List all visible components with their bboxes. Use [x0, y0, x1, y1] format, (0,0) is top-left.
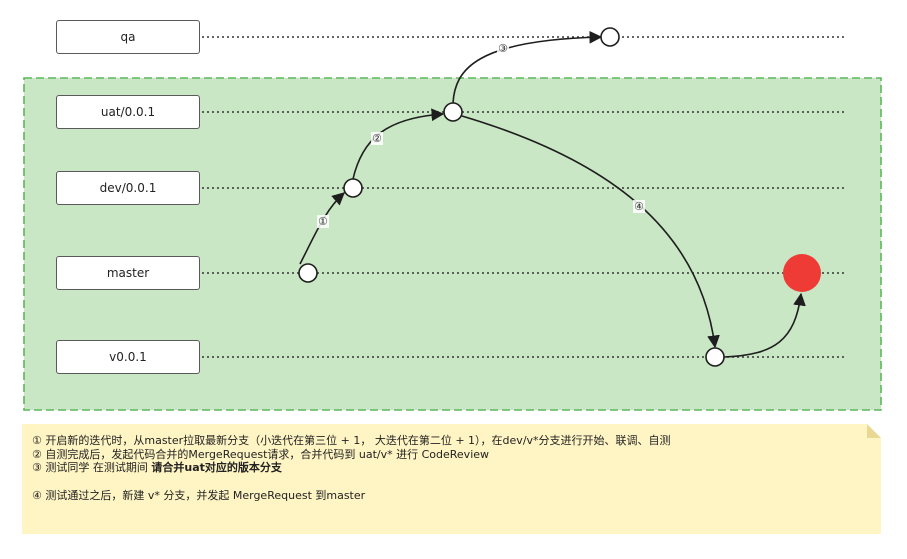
- note-line-3: ③ 测试同学 在测试期间 请合并uat对应的版本分支: [32, 461, 871, 475]
- step-label-3: ③: [497, 42, 509, 55]
- lane-label-qa: qa: [120, 30, 136, 44]
- notes-panel: ① 开启新的迭代时，从master拉取最新分支（小迭代在第三位 + 1， 大迭代…: [22, 424, 881, 534]
- commit-node-v001: [705, 347, 725, 367]
- lane-label-dev: dev/0.0.1: [99, 181, 157, 195]
- step-label-1: ①: [317, 215, 329, 228]
- connector-release-to-master: [723, 292, 806, 358]
- lane-label-v001: v0.0.1: [109, 350, 147, 364]
- lane-box-v001: v0.0.1: [56, 340, 200, 374]
- lane-box-qa: qa: [56, 20, 200, 54]
- lane-box-master: master: [56, 256, 200, 290]
- note-line-4: ④ 测试通过之后，新建 v* 分支，并发起 MergeRequest 到mast…: [32, 488, 366, 502]
- commit-node-uat: [443, 102, 463, 122]
- commit-node-qa: [600, 27, 620, 47]
- note-line-2: ② 自测完成后，发起代码合并的MergeRequest请求，合并代码到 uat/…: [32, 447, 490, 461]
- lane-label-uat: uat/0.0.1: [100, 105, 156, 119]
- lane-box-dev: dev/0.0.1: [56, 171, 200, 205]
- note-line-3-text: ③ 测试同学 在测试期间: [32, 461, 152, 474]
- commit-node-dev: [343, 178, 363, 198]
- step-label-4: ④: [633, 200, 645, 213]
- note-line-3-bold: 请合并uat对应的版本分支: [151, 461, 282, 474]
- note-spacer: [32, 475, 871, 489]
- note-fold-corner: [867, 424, 881, 438]
- note-line-1: ① 开启新的迭代时，从master拉取最新分支（小迭代在第三位 + 1， 大迭代…: [32, 434, 671, 447]
- commit-node-master: [298, 263, 318, 283]
- release-node-master: [783, 254, 821, 292]
- step-label-2: ②: [371, 132, 383, 145]
- lane-label-master: master: [106, 266, 150, 280]
- lane-box-uat: uat/0.0.1: [56, 95, 200, 129]
- connector-uat-to-qa: [452, 30, 603, 104]
